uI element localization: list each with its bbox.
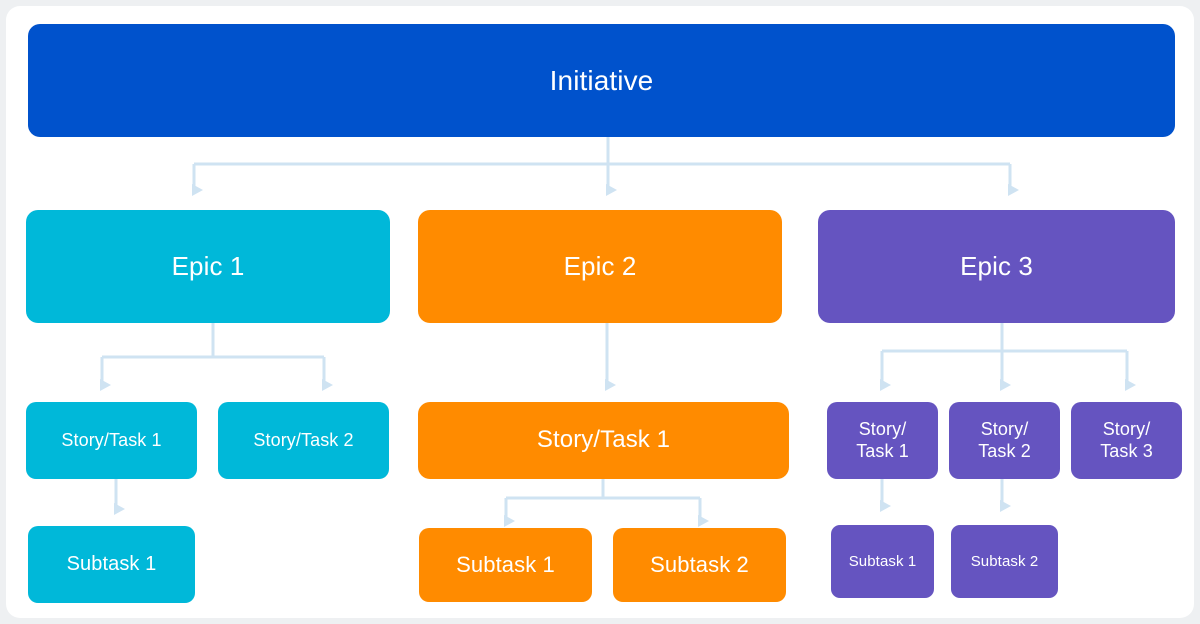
edge-initiative-epic1 [194, 137, 1010, 190]
edge-e2story1-bus [506, 479, 700, 500]
node-epic3-story-task-1[interactable]: Story/ Task 1 [827, 402, 938, 479]
node-epic3-subtask-1[interactable]: Subtask 1 [831, 525, 934, 598]
node-epic1-story-task-1[interactable]: Story/Task 1 [26, 402, 197, 479]
edge-epic1-bus [102, 323, 324, 359]
node-epic2-story-task-1[interactable]: Story/Task 1 [418, 402, 789, 479]
node-initiative[interactable]: Initiative [28, 24, 1175, 137]
node-epic3-story-task-3[interactable]: Story/ Task 3 [1071, 402, 1182, 479]
node-epic3-subtask-2[interactable]: Subtask 2 [951, 525, 1058, 598]
diagram-canvas: Initiative Epic 1 Epic 2 Epic 3 Story/Ta… [6, 6, 1194, 618]
node-epic3-story-task-2[interactable]: Story/ Task 2 [949, 402, 1060, 479]
node-epic-3[interactable]: Epic 3 [818, 210, 1175, 323]
edge-epic3-bus [882, 323, 1127, 353]
node-epic-2[interactable]: Epic 2 [418, 210, 782, 323]
node-epic-1[interactable]: Epic 1 [26, 210, 390, 323]
node-epic2-subtask-1[interactable]: Subtask 1 [419, 528, 592, 602]
node-epic2-subtask-2[interactable]: Subtask 2 [613, 528, 786, 602]
node-epic1-story-task-2[interactable]: Story/Task 2 [218, 402, 389, 479]
node-epic1-subtask-1[interactable]: Subtask 1 [28, 526, 195, 603]
